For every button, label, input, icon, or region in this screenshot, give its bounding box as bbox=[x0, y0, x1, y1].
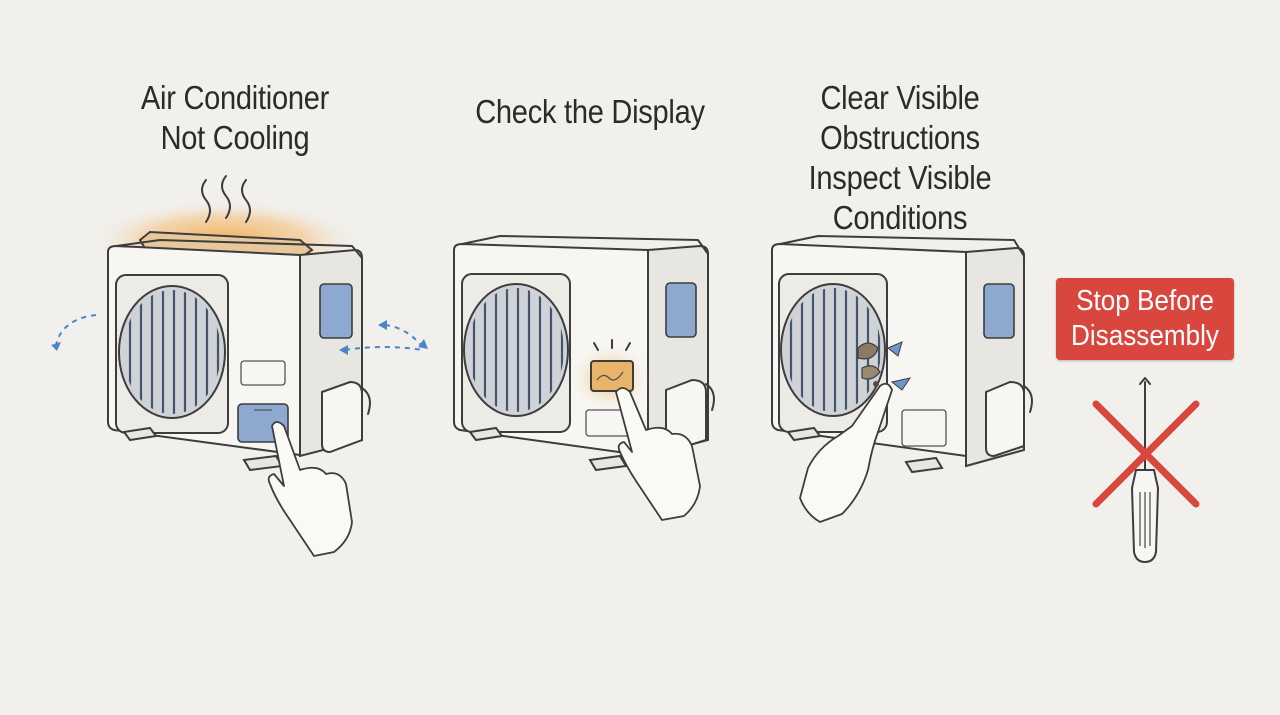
step-title-clear-obstructions: Clear Visible Obstructions Inspect Visib… bbox=[772, 78, 1027, 238]
ac-unit-clear-obstructions bbox=[771, 235, 1033, 523]
title-line: Conditions bbox=[832, 199, 968, 236]
stop-warning-badge: Stop Before Disassembly bbox=[1056, 278, 1234, 360]
display-alert-icon bbox=[593, 339, 631, 351]
title-line: Not Cooling bbox=[160, 119, 310, 156]
title-line: Clear Visible bbox=[820, 79, 980, 116]
pointing-hand bbox=[267, 421, 353, 557]
step-title-check-display: Check the Display bbox=[454, 92, 727, 132]
ac-unit-not-cooling bbox=[51, 175, 428, 557]
warning-line: Disassembly bbox=[1071, 320, 1219, 352]
step-title-not-cooling: Air Conditioner Not Cooling bbox=[107, 78, 362, 158]
title-line: Air Conditioner bbox=[140, 79, 330, 116]
cross-mark-icon bbox=[1092, 400, 1200, 508]
warning-line: Stop Before bbox=[1076, 285, 1214, 317]
airflow-arrow-icon bbox=[51, 314, 428, 355]
title-line: Check the Display bbox=[475, 93, 705, 130]
title-line: Obstructions bbox=[820, 119, 980, 156]
title-line: Inspect Visible bbox=[808, 159, 992, 196]
pointing-hand bbox=[799, 382, 893, 523]
ac-unit-check-display bbox=[453, 235, 715, 521]
pointing-hand bbox=[615, 387, 701, 521]
heat-waves-icon bbox=[201, 175, 251, 223]
screwdriver-icon bbox=[1130, 377, 1160, 564]
debris-leaves bbox=[857, 341, 912, 391]
